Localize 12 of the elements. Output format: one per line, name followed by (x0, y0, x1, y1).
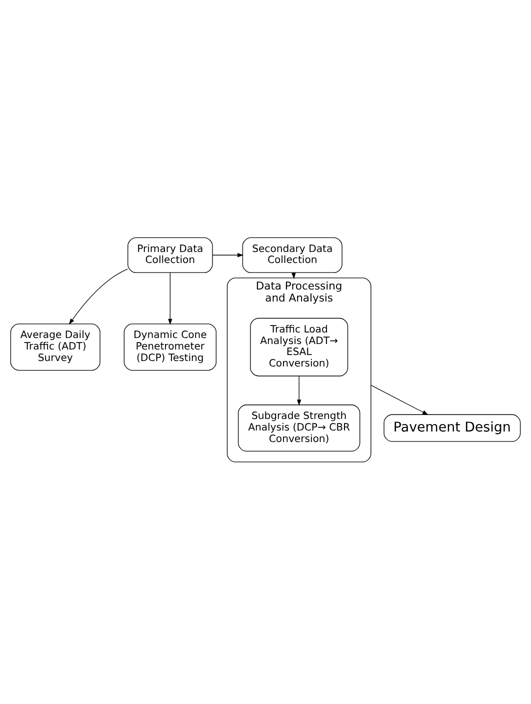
node-box: Dynamic Cone Penetrometer (DCP) Testing (124, 323, 216, 370)
arrow (296, 375, 302, 406)
node-box: Subgrade Strength Analysis (DCP→ CBR Conversion) (238, 404, 360, 452)
arrow (168, 272, 172, 324)
node-box: Pavement Design (384, 414, 521, 442)
node-box: Traffic Load Analysis (ADT→ ESAL Conversion) (250, 317, 348, 376)
arrow (370, 384, 428, 414)
node-box: Average Daily Traffic (ADT) Survey (10, 323, 100, 370)
node-box: Primary Data Collection (128, 236, 213, 272)
arrow (68, 268, 128, 324)
arrow (212, 252, 244, 257)
arrow (292, 272, 296, 278)
